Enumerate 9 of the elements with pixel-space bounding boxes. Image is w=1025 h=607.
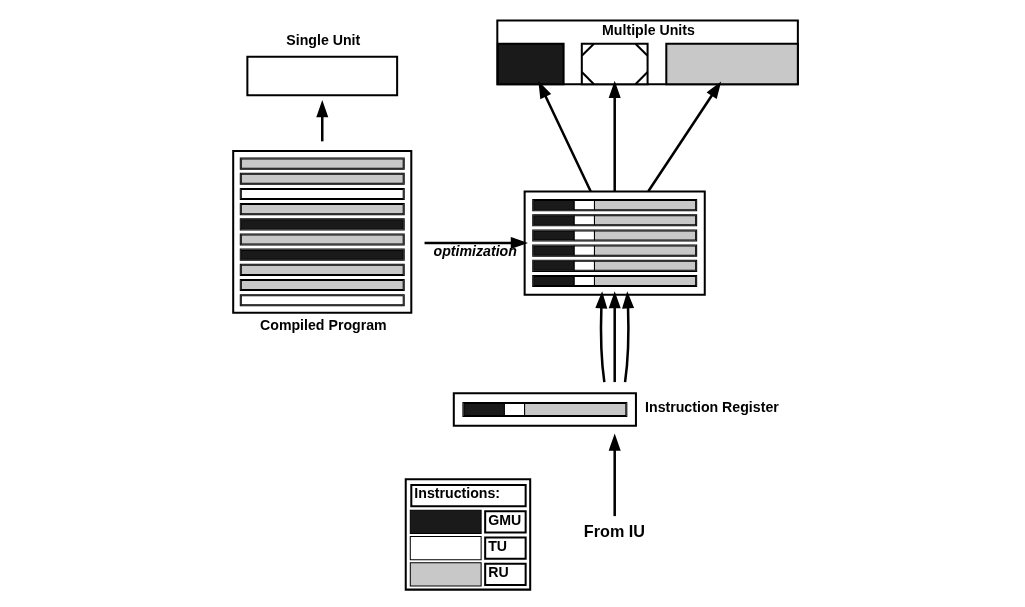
legend-label: RU [487,564,509,581]
node-label: Single Unit [285,31,360,48]
legend-label: TU [487,537,507,554]
node-label: Compiled Program [259,317,387,334]
label: Instructions: [413,485,500,502]
legend-label: GMU [487,511,521,528]
node-label: Instruction Register [644,399,779,416]
edge-label: optimization [433,243,517,260]
node-text: From IU [583,522,645,541]
